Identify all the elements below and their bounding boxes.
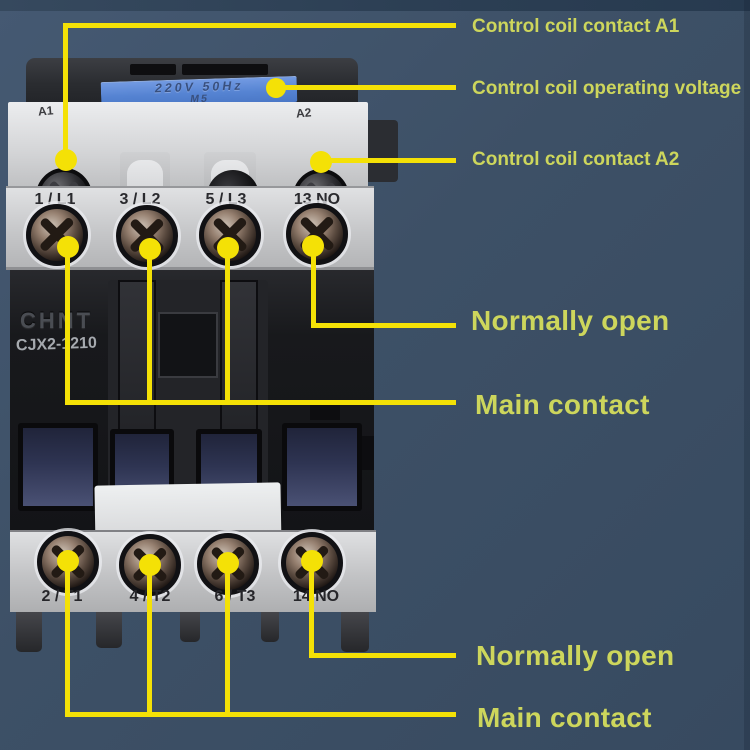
model-number: CJX2-1210	[15, 334, 98, 355]
callout-line-13no-horizontal	[311, 323, 456, 328]
terminal-label-6t3: 6 / T3	[214, 588, 256, 605]
mounting-foot	[16, 612, 42, 652]
mounting-foot	[261, 612, 279, 642]
label-control-coil-operating-voltage: Control coil operating voltage	[472, 78, 742, 99]
anchor-dot-a1	[55, 149, 77, 171]
coil-terminal-face: A1 A2	[8, 102, 368, 230]
right-edge-shade	[744, 0, 750, 750]
anchor-dot-2t1	[57, 550, 79, 572]
callout-line-no-bottom	[309, 653, 456, 658]
callout-line-5l3-vertical	[225, 247, 230, 405]
callout-line-voltage	[274, 85, 456, 90]
anchor-dot-3l2	[139, 238, 161, 260]
mounting-foot	[341, 612, 369, 652]
terminal-screw-1l1	[26, 204, 88, 266]
contact-window	[282, 423, 362, 511]
callout-line-a1-horizontal	[63, 23, 456, 28]
callout-line-6t3-vertical	[225, 561, 230, 717]
label-normally-open-bottom: Normally open	[476, 640, 675, 671]
callout-line-a2	[319, 158, 456, 163]
terminal-label-3l2: 3 / L2	[119, 191, 161, 208]
terminal-label-13no: 13 NO	[293, 191, 341, 208]
callout-line-4t2-vertical	[147, 563, 152, 717]
anchor-dot-a2	[310, 151, 332, 173]
callout-line-main-bottom	[65, 712, 456, 717]
label-main-contact-top: Main contact	[475, 389, 650, 420]
label-control-coil-contact-a1: Control coil contact A1	[472, 16, 680, 37]
callout-line-main-top	[65, 400, 456, 405]
vent-slot	[130, 64, 176, 75]
terminal-label-1l1: 1 / L1	[34, 191, 76, 208]
mounting-foot	[180, 612, 200, 642]
callout-line-13no-vertical	[311, 245, 316, 328]
anchor-dot-5l3	[217, 237, 239, 259]
callout-line-1l1-vertical	[65, 246, 70, 405]
contact-window	[18, 423, 98, 511]
brand-logo: CHNT	[20, 308, 94, 333]
callout-line-14no-vertical	[309, 560, 314, 658]
label-control-coil-contact-a2: Control coil contact A2	[472, 149, 680, 170]
anchor-dot-6t3	[217, 552, 239, 574]
label-normally-open-top: Normally open	[471, 305, 670, 336]
body-notch	[310, 400, 340, 420]
mounting-foot	[96, 612, 122, 648]
carrier-core	[158, 312, 218, 378]
coil-terminal-a2-label: A2	[295, 105, 312, 121]
coil-terminal-a1-label: A1	[37, 103, 54, 119]
anchor-dot-14no	[301, 550, 323, 572]
callout-line-3l2-vertical	[147, 248, 152, 405]
anchor-dot-4t2	[139, 554, 161, 576]
anchor-dot-voltage	[266, 78, 286, 98]
anchor-dot-1l1	[57, 236, 79, 258]
anchor-dot-13no	[302, 235, 324, 257]
label-main-contact-bottom: Main contact	[477, 702, 652, 733]
line-terminal-strip: 1 / L1 3 / L2 5 / L3 13 NO	[6, 186, 374, 270]
bottom-shadow-band	[0, 0, 750, 11]
callout-line-a1-vertical	[63, 23, 68, 163]
terminal-label-2t1: 2 / T1	[41, 588, 83, 605]
terminal-label-14no: 14 NO	[292, 588, 340, 605]
callout-line-2t1-vertical	[65, 559, 70, 717]
terminal-screw-5l3	[199, 204, 261, 266]
vent-slot	[182, 64, 268, 75]
